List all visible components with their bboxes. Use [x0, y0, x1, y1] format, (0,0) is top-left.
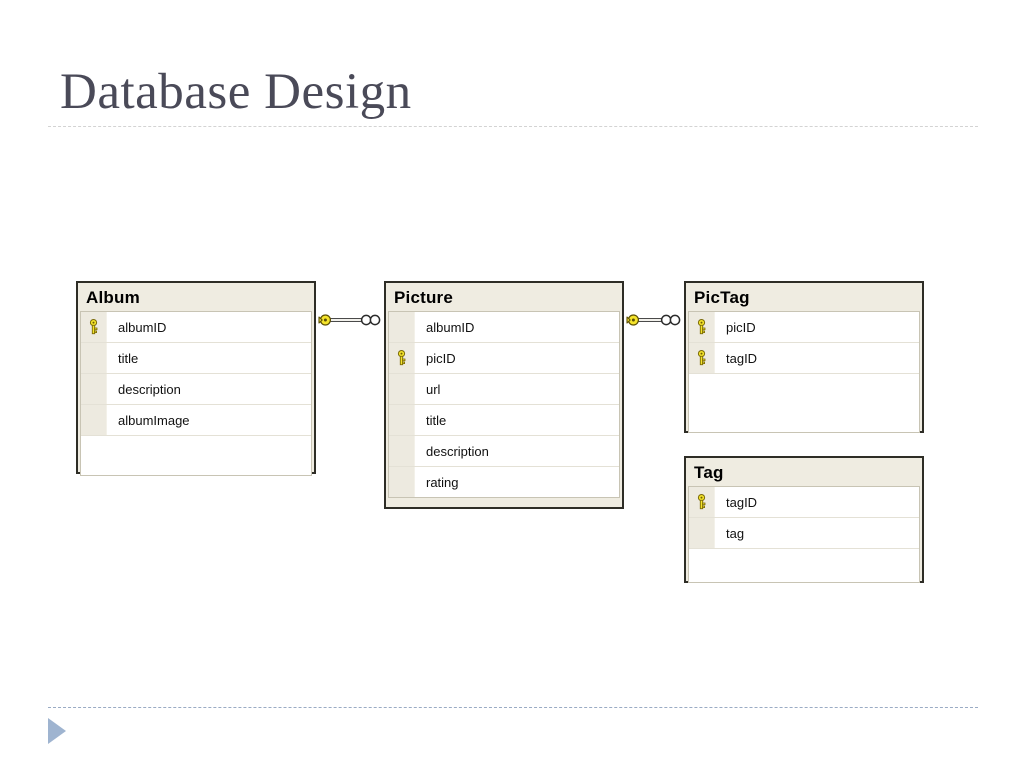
relationship-picture-to-pictag[interactable]	[626, 309, 684, 331]
field-row[interactable]: title	[389, 405, 619, 436]
field-label: albumID	[118, 319, 167, 335]
entity-table-pictag[interactable]: PicTag picID tagID	[684, 281, 924, 433]
empty-field-row	[689, 549, 919, 582]
field-row[interactable]: rating	[389, 467, 619, 497]
entity-field-list: albumID picID url title description rating	[388, 311, 620, 498]
field-row[interactable]: albumImage	[81, 405, 311, 436]
next-slide-arrow-icon[interactable]	[48, 718, 66, 744]
field-row[interactable]: description	[81, 374, 311, 405]
field-label: picID	[726, 319, 756, 335]
cardinality-many-infinity-icon	[360, 312, 382, 328]
field-label: title	[426, 412, 447, 428]
field-row[interactable]: tag	[689, 518, 919, 549]
field-row[interactable]: picID	[389, 343, 619, 374]
entity-table-album[interactable]: Album albumID title description albumImage	[76, 281, 316, 476]
primary-key-icon	[81, 312, 107, 342]
field-row[interactable]: url	[389, 374, 619, 405]
field-label: description	[118, 381, 181, 397]
entity-field-list: picID tagID	[688, 311, 920, 433]
field-gutter	[689, 549, 715, 582]
field-label: rating	[426, 474, 459, 490]
field-label: tagID	[726, 494, 758, 510]
field-row[interactable]: title	[81, 343, 311, 374]
entity-title-album: Album	[86, 288, 140, 307]
field-label: picID	[426, 350, 456, 366]
relationship-line	[636, 318, 664, 322]
entity-table-picture[interactable]: Picture albumID picID url title description ra…	[384, 281, 624, 509]
field-gutter	[81, 405, 107, 435]
field-gutter	[81, 343, 107, 373]
field-gutter	[389, 405, 415, 435]
entity-title-picture: Picture	[394, 288, 454, 307]
field-gutter	[81, 374, 107, 404]
entity-title-pictag: PicTag	[694, 288, 750, 307]
field-row[interactable]: albumID	[81, 312, 311, 343]
field-label: albumID	[426, 319, 475, 335]
primary-key-icon	[689, 312, 715, 342]
field-label: albumImage	[118, 412, 190, 428]
footer-divider	[48, 707, 978, 708]
field-gutter	[389, 312, 415, 342]
empty-field-row	[81, 436, 311, 475]
field-row[interactable]: picID	[689, 312, 919, 343]
field-row[interactable]: tagID	[689, 343, 919, 374]
cardinality-one-key-icon	[626, 312, 642, 328]
title-divider	[48, 126, 978, 127]
field-label: tag	[726, 525, 745, 541]
field-gutter	[689, 518, 715, 548]
field-gutter	[689, 374, 715, 432]
cardinality-many-infinity-icon	[660, 312, 682, 328]
entity-title-tag: Tag	[694, 463, 724, 482]
field-row[interactable]: description	[389, 436, 619, 467]
primary-key-icon	[689, 343, 715, 373]
relationship-album-to-picture[interactable]	[318, 309, 384, 331]
field-label: tagID	[726, 350, 758, 366]
entity-field-list: albumID title description albumImage	[80, 311, 312, 476]
cardinality-one-key-icon	[318, 312, 334, 328]
relationship-line	[328, 318, 364, 322]
field-gutter	[81, 436, 107, 475]
field-label: title	[118, 350, 139, 366]
empty-field-row	[689, 374, 919, 432]
field-row[interactable]: albumID	[389, 312, 619, 343]
field-gutter	[389, 467, 415, 497]
primary-key-icon	[389, 343, 415, 373]
field-label: url	[426, 381, 441, 397]
field-gutter	[389, 436, 415, 466]
entity-field-list: tagID tag	[688, 486, 920, 583]
field-label: description	[426, 443, 489, 459]
primary-key-icon	[689, 487, 715, 517]
field-gutter	[389, 374, 415, 404]
page-title: Database Design	[60, 64, 412, 120]
field-row[interactable]: tagID	[689, 487, 919, 518]
